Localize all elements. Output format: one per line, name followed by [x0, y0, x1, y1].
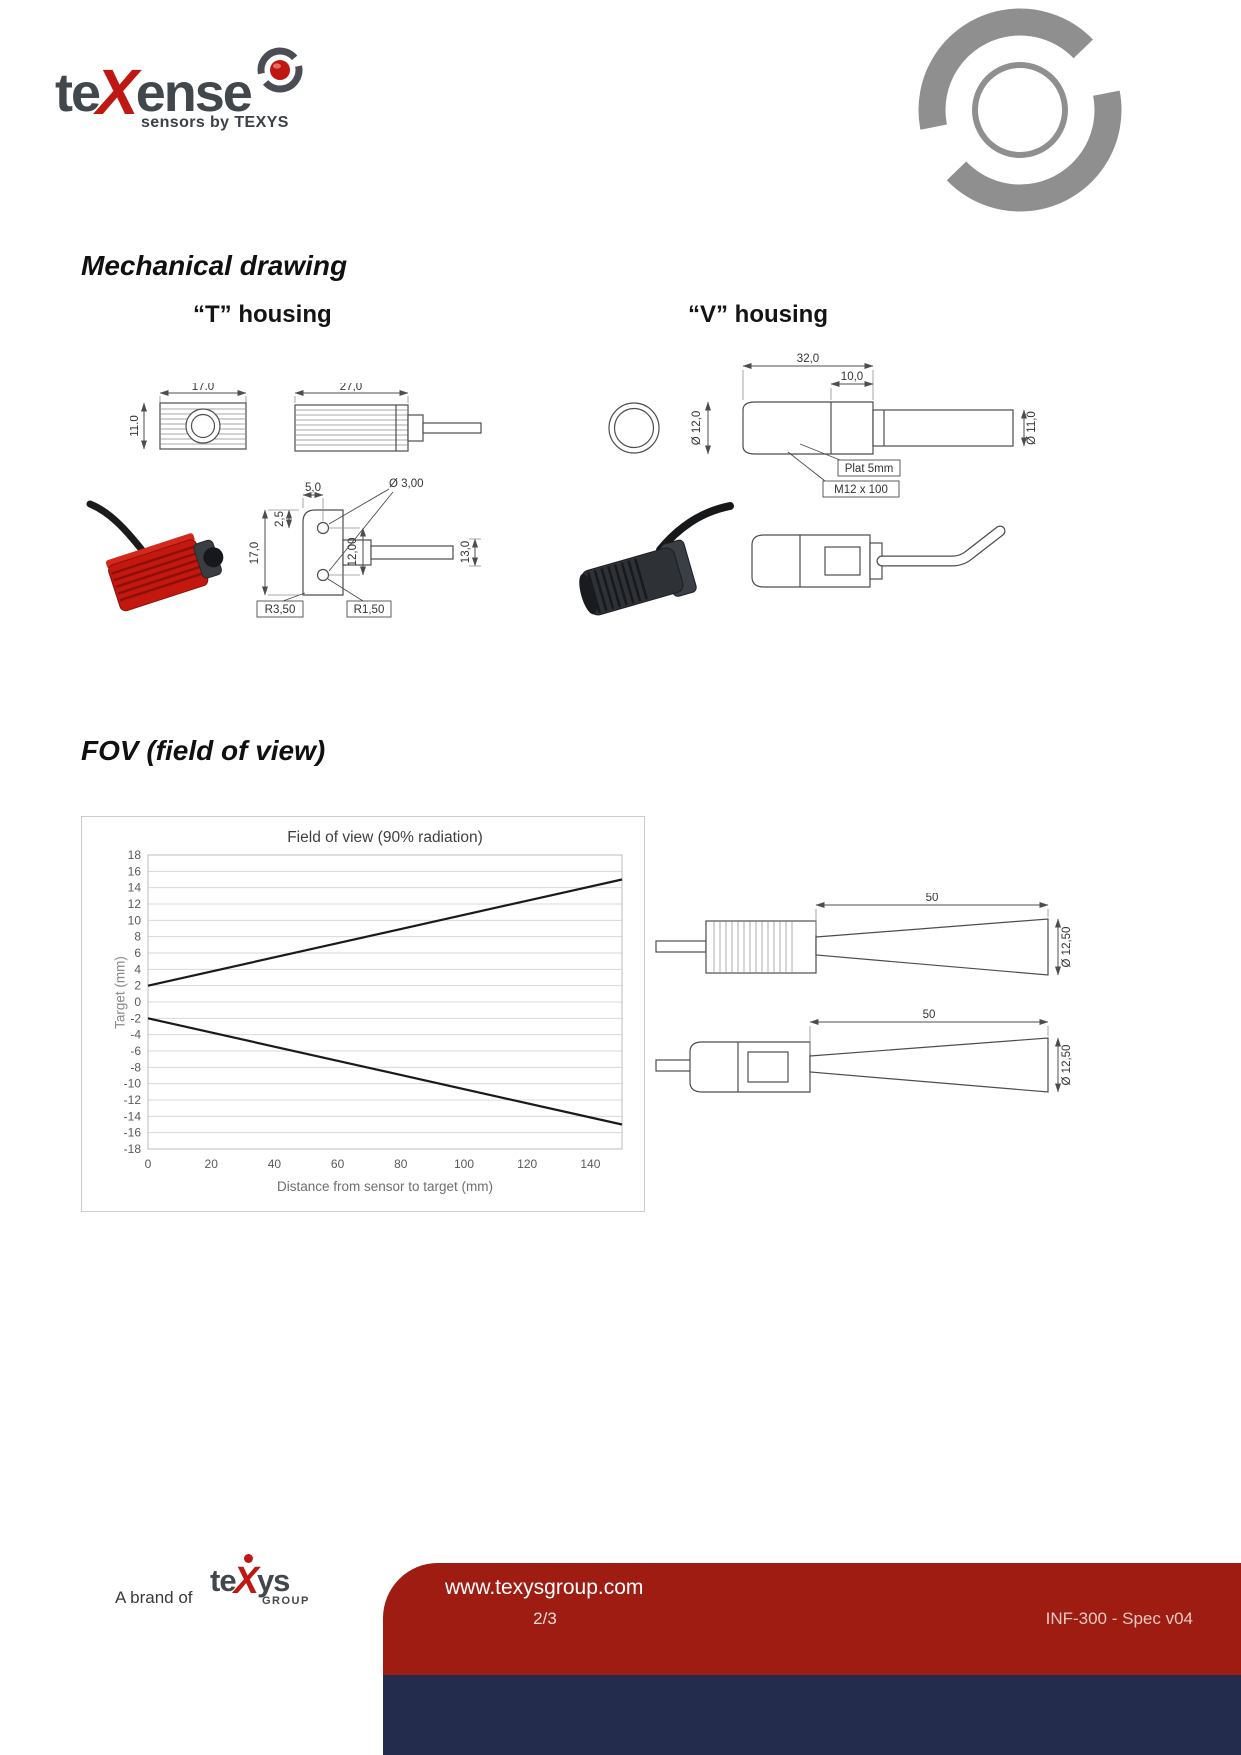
dim-label: Ø 11,0 [1026, 411, 1038, 445]
footer-brand-note: A brand of [115, 1588, 193, 1607]
svg-text:10: 10 [128, 913, 142, 927]
dim-label: 11.0 [130, 415, 141, 437]
logo-text: te [55, 63, 101, 123]
svg-text:4: 4 [134, 962, 141, 976]
section-title-mechanical: Mechanical drawing [81, 250, 348, 281]
logo-text: te [210, 1563, 237, 1598]
v-housing-label: “V” housing [688, 301, 828, 328]
svg-text:6: 6 [134, 946, 141, 960]
footer-navy-strip [383, 1675, 1241, 1755]
svg-text:2: 2 [134, 979, 141, 993]
footer-red-bar: www.texysgroup.com 2/3 INF-300 - Spec v0… [383, 1563, 1241, 1675]
svg-text:-18: -18 [124, 1142, 142, 1156]
dim-label: 10,0 [841, 371, 863, 383]
svg-text:12: 12 [128, 897, 142, 911]
radius-label: R1,50 [354, 604, 385, 616]
thread-label: M12 x 100 [834, 484, 888, 496]
logo-text: ys [256, 1563, 290, 1598]
dim-label: Ø 12,0 [691, 411, 703, 446]
svg-text:60: 60 [331, 1157, 345, 1171]
t-housing-side-view-drawing: 27,0 [294, 383, 482, 452]
radius-label: R3,50 [265, 604, 296, 616]
beam-length-label: 50 [926, 893, 939, 904]
dim-label: 12,00 [347, 538, 359, 567]
footer-doc-reference: INF-300 - Spec v04 [1045, 1609, 1193, 1628]
t-housing-photo [86, 500, 224, 612]
texense-logo: te X ense sensors by TEXYS [55, 47, 385, 132]
beam-length-label: 50 [923, 1009, 936, 1021]
svg-text:0: 0 [145, 1157, 152, 1171]
t-housing-front-view-drawing: 17.0 11.0 [130, 383, 247, 450]
svg-text:20: 20 [205, 1157, 219, 1171]
fov-beam-v-housing-drawing: 50 Ø 12,50 [655, 1009, 1073, 1093]
beam-dia-label: Ø 12,50 [1061, 1045, 1073, 1086]
v-housing-photo [579, 502, 734, 616]
svg-text:-16: -16 [124, 1126, 142, 1140]
flat-label: Plat 5mm [845, 463, 894, 475]
svg-text:0: 0 [134, 995, 141, 1009]
dim-label: Ø 3,00 [389, 478, 424, 490]
svg-text:-4: -4 [130, 1028, 141, 1042]
texense-orb-icon [255, 45, 305, 100]
fov-beam-t-housing-drawing: 50 Ø 12,50 [655, 893, 1073, 976]
t-housing-dimension-drawing: 2,5 5,0 Ø 3,00 17,0 12,00 13,0 R3,50 R1,… [249, 478, 481, 618]
section-title-fov: FOV (field of view) [81, 735, 326, 766]
svg-text:-2: -2 [130, 1011, 141, 1025]
svg-text:-8: -8 [130, 1060, 141, 1074]
svg-text:120: 120 [517, 1157, 537, 1171]
dim-label: 5,0 [305, 482, 321, 494]
beam-dia-label: Ø 12,50 [1061, 927, 1073, 968]
footer-page-number: 2/3 [533, 1609, 557, 1628]
texense-watermark-icon [893, 6, 1143, 226]
svg-text:140: 140 [580, 1157, 600, 1171]
svg-text:40: 40 [268, 1157, 282, 1171]
svg-text:-14: -14 [124, 1109, 142, 1123]
svg-text:-6: -6 [130, 1044, 141, 1058]
svg-text:18: 18 [128, 848, 142, 862]
v-housing-side-view-drawing: 32,0 10,0 Ø 12,0 Ø 11,0 Plat 5mm M12 x 1… [691, 353, 1038, 498]
fov-chart-panel: Field of view (90% radiation) Target (mm… [81, 816, 645, 1212]
logo-tagline: sensors by TEXYS [141, 114, 289, 131]
logo-x: X [96, 56, 139, 128]
v-housing-end-view-drawing [608, 402, 660, 454]
svg-text:16: 16 [128, 864, 142, 878]
svg-text:-12: -12 [124, 1093, 142, 1107]
svg-text:80: 80 [394, 1157, 408, 1171]
chart-y-axis-label: Target (mm) [112, 956, 128, 1029]
t-housing-label: “T” housing [193, 301, 332, 328]
svg-text:14: 14 [128, 881, 142, 895]
svg-text:-10: -10 [124, 1077, 142, 1091]
dim-label: 17.0 [192, 383, 214, 393]
dim-label: 2,5 [274, 511, 286, 527]
dim-label: 32,0 [797, 353, 819, 365]
logo-dot [244, 1554, 253, 1563]
texys-group-logo: te X ys GROUP [210, 1554, 310, 1607]
v-housing-cable-drawing [751, 525, 1006, 588]
svg-text:8: 8 [134, 930, 141, 944]
chart-title: Field of view (90% radiation) [287, 829, 483, 846]
logo-x: X [233, 1560, 259, 1602]
dim-label: 17,0 [249, 542, 261, 564]
logo-sub-label: GROUP [262, 1595, 310, 1607]
dim-label: 27,0 [340, 383, 362, 393]
chart-x-axis-label: Distance from sensor to target (mm) [276, 1179, 494, 1194]
footer-url-link[interactable]: www.texysgroup.com [445, 1576, 644, 1599]
logo-text: ense [135, 63, 253, 123]
dim-label: 13,0 [460, 541, 472, 563]
svg-text:100: 100 [454, 1157, 474, 1171]
